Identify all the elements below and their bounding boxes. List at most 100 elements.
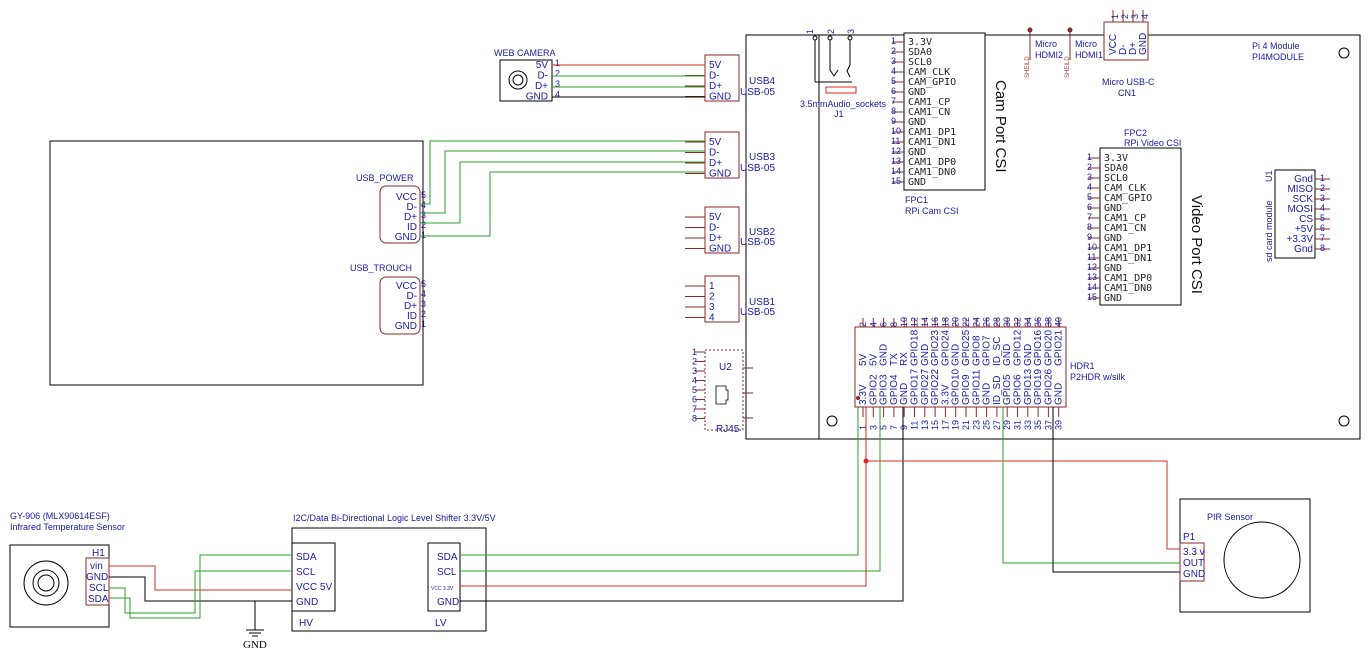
hdmi2-symbol (1027, 27, 1033, 60)
hdr1-bottom-pin-number: 13 (920, 420, 930, 430)
fpc1-pin-number: 8 (891, 106, 896, 116)
fpc1-ref: FPC1 (905, 195, 928, 205)
hdr1-bottom-pin-label: GPIO17 (910, 368, 921, 405)
fpc2-pin-label: CAM1_DN0 (1104, 283, 1152, 294)
camera-lens-inner-icon (512, 74, 524, 86)
hdmi1-label-1: Micro (1075, 39, 1097, 49)
mounting-hole (1338, 47, 1350, 59)
hdr1-bottom-pin-number: 15 (930, 420, 940, 430)
pi-module-ref: PI4MODULE (1252, 52, 1304, 62)
lv-pin-vcc: VCC 3.3V (431, 586, 454, 592)
usb2-connector (704, 206, 740, 254)
cn1-pin-label: D- (1118, 44, 1129, 55)
fpc1-pin-label: GND (908, 87, 926, 98)
shifter-title: I2C/Data Bi-Directional Logic Level Shif… (293, 513, 496, 523)
rj45-pin-number: 4 (692, 376, 697, 386)
hdr1-top-pin-label: ID_SC (992, 337, 1003, 366)
fpc1-pin-label: GND (908, 177, 926, 188)
camera-lens-icon (508, 70, 528, 90)
usb3-connector (704, 131, 740, 179)
lv-pin-sda: SDA (437, 552, 458, 563)
usb-touch-pin-number: 5 (421, 279, 426, 289)
hdr1-bottom-pin-label: GPIO13 (1023, 368, 1034, 405)
hdr1-bottom-pin-number: 37 (1043, 420, 1053, 430)
hdr1-top-pin-number: 14 (920, 317, 930, 327)
hdr1-top-pin-number: 10 (899, 317, 909, 327)
fpc2-pin-number: 2 (1087, 162, 1092, 172)
display-outline (49, 140, 424, 386)
fpc1-pin-label: GND (908, 147, 926, 158)
usb-touch-pin-number: 4 (421, 289, 426, 299)
hdr1-bottom-pin-number: 7 (889, 425, 899, 430)
u1-pin-number: 3 (1320, 193, 1325, 203)
usb-touch-connector (379, 276, 421, 335)
hdr1-top-pin-label: GPIO21 (1054, 329, 1065, 366)
usb-power-pin-number: 2 (421, 220, 426, 230)
hdr1-bottom-pin-number: 39 (1054, 420, 1064, 430)
hdr1-top-pin-number: 8 (889, 322, 899, 327)
fpc2-pin-label: CAM1_DP0 (1104, 273, 1152, 284)
u1-ref: U1 (1264, 170, 1274, 182)
hdr1-bottom-pin-number: 11 (910, 421, 920, 430)
hdr1-top-pin-number: 40 (1054, 317, 1064, 327)
lv-pin-scl: SCL (437, 567, 457, 578)
gy906-subtitle: Infrared Temperature Sensor (10, 522, 125, 532)
hdr1-top-pin-number: 16 (930, 317, 940, 327)
lv-pin-block (427, 542, 461, 612)
hdr1-bottom-pin-number: 19 (951, 420, 961, 430)
cn1-pin-label: D+ (1128, 42, 1139, 55)
fpc1-pin-label: CAM_GPIO (908, 77, 956, 88)
fpc2-pin-label: SCL0 (1104, 173, 1128, 184)
fpc1-pin-number: 9 (891, 116, 896, 126)
fpc1-pin-label: CAM1_CN (908, 107, 950, 118)
hdr1-bottom-pin-label: 3.3V (940, 384, 951, 405)
audio-socket-symbol (812, 35, 857, 94)
hdr1-top-pin-label: TX (889, 353, 900, 366)
usb-power-pin-label: D- (406, 202, 417, 213)
fpc2-pin-number: 7 (1087, 212, 1092, 222)
rj45-pin-number: 5 (692, 385, 697, 395)
hdr1-top-pin-label: GPIO23 (930, 329, 941, 366)
hdr1-bottom-pin-number: 29 (1002, 420, 1012, 430)
fpc2-pin-number: 3 (1087, 172, 1092, 182)
fpc2-pin-number: 6 (1087, 202, 1092, 212)
gy906-pin-scl: SCL (89, 583, 109, 594)
hdr1-top-pin-label: GND (1023, 344, 1034, 366)
web-camera-pin-label: 5V (536, 60, 549, 71)
cn1-pin-label: GND (1138, 33, 1149, 55)
fpc1-pin-number: 12 (891, 146, 901, 156)
fpc2-pin-number: 9 (1087, 232, 1092, 242)
hdr1-bottom-pin-label: GPIO5 (1002, 374, 1013, 405)
hdr1-bottom-pin-label: GND (982, 383, 993, 405)
pir-pin-out: OUT (1183, 558, 1204, 569)
hdr1-top-pin-label: GPIO7 (982, 335, 993, 366)
gpio-header (854, 326, 1067, 408)
hdr1-top-pin-number: 34 (1023, 317, 1033, 327)
usb3-ref: USB3 (749, 152, 776, 163)
usb-power-pin-label: D+ (404, 212, 417, 223)
fpc2-pin-label: GND (1104, 293, 1122, 304)
u1-pin-number: 1 (1320, 173, 1325, 183)
hdr1-bottom-pin-number: 17 (940, 420, 950, 430)
fpc1-pin-label: CAM1_DN1 (908, 137, 956, 148)
pin1-marker (856, 396, 860, 400)
hdr1-top-pin-number: 26 (982, 317, 992, 327)
u1-pin-number: 8 (1320, 243, 1325, 253)
u1-pin-number: 7 (1320, 233, 1325, 243)
hdr1-top-pin-label: GPIO12 (1013, 329, 1024, 366)
hdr1-bottom-pin-number: 5 (879, 425, 889, 430)
fpc2-pin-label: 3.3V (1104, 153, 1128, 164)
cn1-pin-label: VCC (1108, 34, 1119, 55)
audio-ref: J1 (834, 109, 844, 119)
hdr1-bottom-pin-number: 1 (858, 425, 868, 430)
fpc1-pin-label: CAM1_CP (908, 97, 950, 108)
u1-pin-number: 4 (1320, 203, 1325, 213)
fpc2-pin-label: CAM_GPIO (1104, 193, 1152, 204)
hdr1-top-pin-number: 32 (1013, 317, 1023, 327)
ir-lens-outer-icon (23, 560, 69, 606)
fpc1-pin-number: 10 (891, 126, 901, 136)
u1-pin-label: Gnd (1294, 244, 1313, 255)
usb-touch-pin-label: ID (407, 311, 417, 322)
fpc1-pin-number: 3 (891, 56, 896, 66)
pir-pin-vcc: 3.3 v (1183, 547, 1205, 558)
